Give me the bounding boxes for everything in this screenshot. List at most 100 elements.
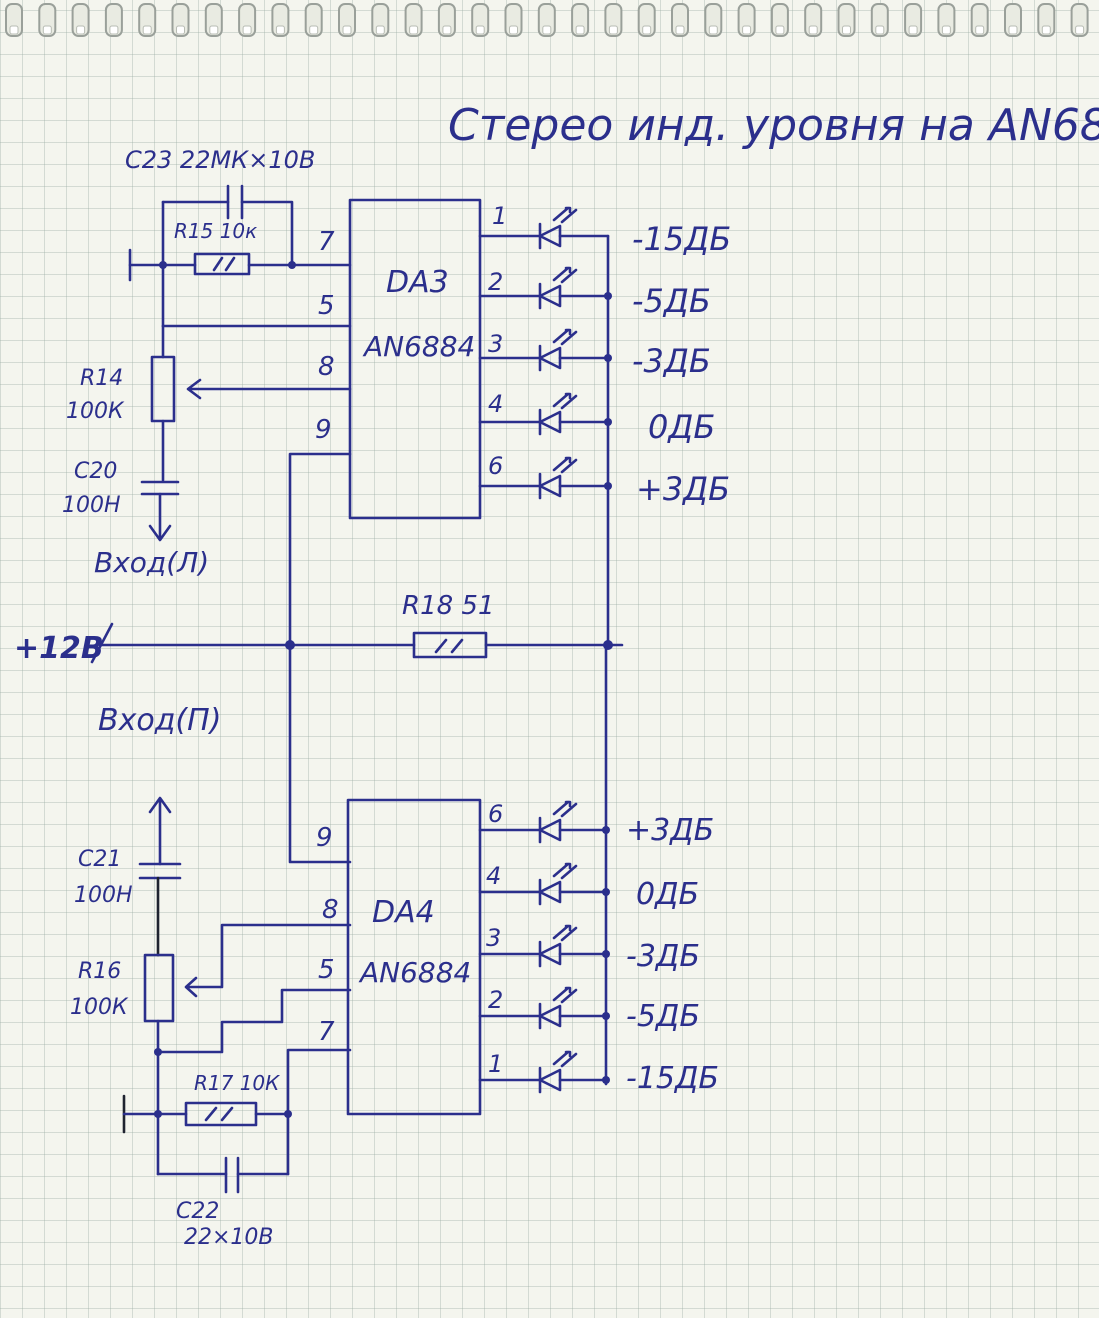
binding-hole — [109, 25, 119, 35]
spiral-binding — [5, 3, 1089, 37]
led-light-rays-icon — [552, 862, 578, 880]
led-light-rays-icon — [552, 986, 578, 1004]
led-light-rays-icon — [552, 206, 578, 224]
r18-label: R18 51 — [402, 591, 495, 621]
da3-part: AN6884 — [362, 330, 475, 363]
supply-label: +12В — [14, 631, 104, 666]
da4-pin-5: 5 — [318, 955, 335, 985]
da4-out-pin-1: 1 — [488, 1050, 503, 1078]
da4-pin-8: 8 — [322, 895, 339, 925]
top-level-3: -3ДБ — [632, 342, 711, 380]
led-diode-icon — [538, 942, 562, 966]
binding-hole — [1008, 25, 1018, 35]
da4-out-pin-6: 6 — [488, 800, 503, 828]
binding-hole — [209, 25, 219, 35]
top-level-5: +3ДБ — [636, 470, 730, 508]
binding-hole — [808, 25, 818, 35]
input-right-label: Вход(П) — [98, 703, 221, 738]
binding-hole — [1075, 25, 1085, 35]
da4-chip — [346, 798, 482, 1116]
da4-pin-7: 7 — [318, 1017, 335, 1047]
binding-hole — [76, 25, 86, 35]
c23-label: C23 22МК×10В — [125, 146, 315, 174]
binding-hole — [575, 25, 585, 35]
r17-label: R17 10К — [194, 1071, 280, 1095]
binding-hole — [742, 25, 752, 35]
c21-value: 100Н — [74, 883, 133, 908]
bottom-level-2: 0ДБ — [636, 877, 699, 912]
r16-potentiometer — [143, 953, 175, 1023]
binding-hole — [275, 25, 285, 35]
bottom-level-3: -3ДБ — [626, 939, 700, 974]
da3-pin-8: 8 — [318, 352, 335, 382]
led-light-rays-icon — [552, 924, 578, 942]
binding-hole — [142, 25, 152, 35]
da3-out-pin-3: 3 — [488, 330, 503, 358]
da3-out-pin-4: 4 — [488, 390, 503, 418]
c20-name: C20 — [74, 459, 117, 484]
bottom-level-4: -5ДБ — [626, 999, 700, 1034]
binding-hole — [409, 25, 419, 35]
binding-hole — [542, 25, 552, 35]
binding-hole — [941, 25, 951, 35]
binding-hole — [608, 25, 618, 35]
da4-out-pin-2: 2 — [488, 986, 503, 1014]
binding-hole — [675, 25, 685, 35]
binding-hole — [908, 25, 918, 35]
led-light-rays-icon — [552, 392, 578, 410]
c21-capacitor — [138, 862, 182, 880]
binding-hole — [342, 25, 352, 35]
led-diode-icon — [538, 410, 562, 434]
binding-hole — [475, 25, 485, 35]
binding-hole — [442, 25, 452, 35]
led-light-rays-icon — [552, 328, 578, 346]
binding-hole — [708, 25, 718, 35]
led-light-rays-icon — [552, 800, 578, 818]
binding-hole — [775, 25, 785, 35]
bottom-level-1: +3ДБ — [626, 813, 714, 848]
da3-out-pin-6: 6 — [488, 452, 503, 480]
led-light-rays-icon — [552, 1050, 578, 1068]
led-light-rays-icon — [552, 266, 578, 284]
led-diode-icon — [538, 1004, 562, 1028]
da4-name: DA4 — [372, 895, 435, 930]
led-diode-icon — [538, 284, 562, 308]
da4-part: AN6884 — [358, 956, 471, 989]
r16-name: R16 — [78, 959, 121, 984]
c23-capacitor — [226, 184, 244, 220]
c20-capacitor — [140, 480, 180, 496]
top-led-ladder — [478, 206, 612, 500]
r14-name: R14 — [80, 366, 123, 391]
da3-pin-9: 9 — [315, 415, 332, 445]
c21-name: C21 — [78, 847, 121, 872]
da3-out-pin-2: 2 — [488, 268, 503, 296]
da4-pin-9: 9 — [316, 823, 333, 853]
top-level-4: 0ДБ — [648, 408, 715, 446]
c20-value: 100Н — [62, 493, 121, 518]
bottom-led-ladder — [478, 800, 610, 1094]
r17-resistor — [184, 1101, 258, 1127]
led-diode-icon — [538, 1068, 562, 1092]
r16-value: 100К — [70, 995, 129, 1020]
binding-hole — [176, 25, 185, 35]
da3-pin-5: 5 — [318, 291, 335, 321]
binding-hole — [9, 25, 19, 35]
da4-out-pin-4: 4 — [486, 862, 501, 890]
binding-hole — [842, 25, 851, 35]
r14-value: 100К — [66, 399, 125, 424]
c22-capacitor — [224, 1156, 240, 1194]
led-diode-icon — [538, 224, 562, 248]
r14-potentiometer — [150, 355, 176, 423]
binding-hole — [42, 25, 52, 35]
da4-out-pin-3: 3 — [486, 924, 501, 952]
da3-name: DA3 — [386, 265, 449, 300]
led-diode-icon — [538, 880, 562, 904]
top-level-1: -15ДБ — [632, 220, 731, 258]
binding-hole — [642, 25, 652, 35]
binding-hole — [242, 25, 252, 35]
input-left-label: Вход(Л) — [94, 546, 209, 579]
top-level-2: -5ДБ — [632, 282, 711, 320]
da3-pin-7: 7 — [318, 227, 335, 257]
